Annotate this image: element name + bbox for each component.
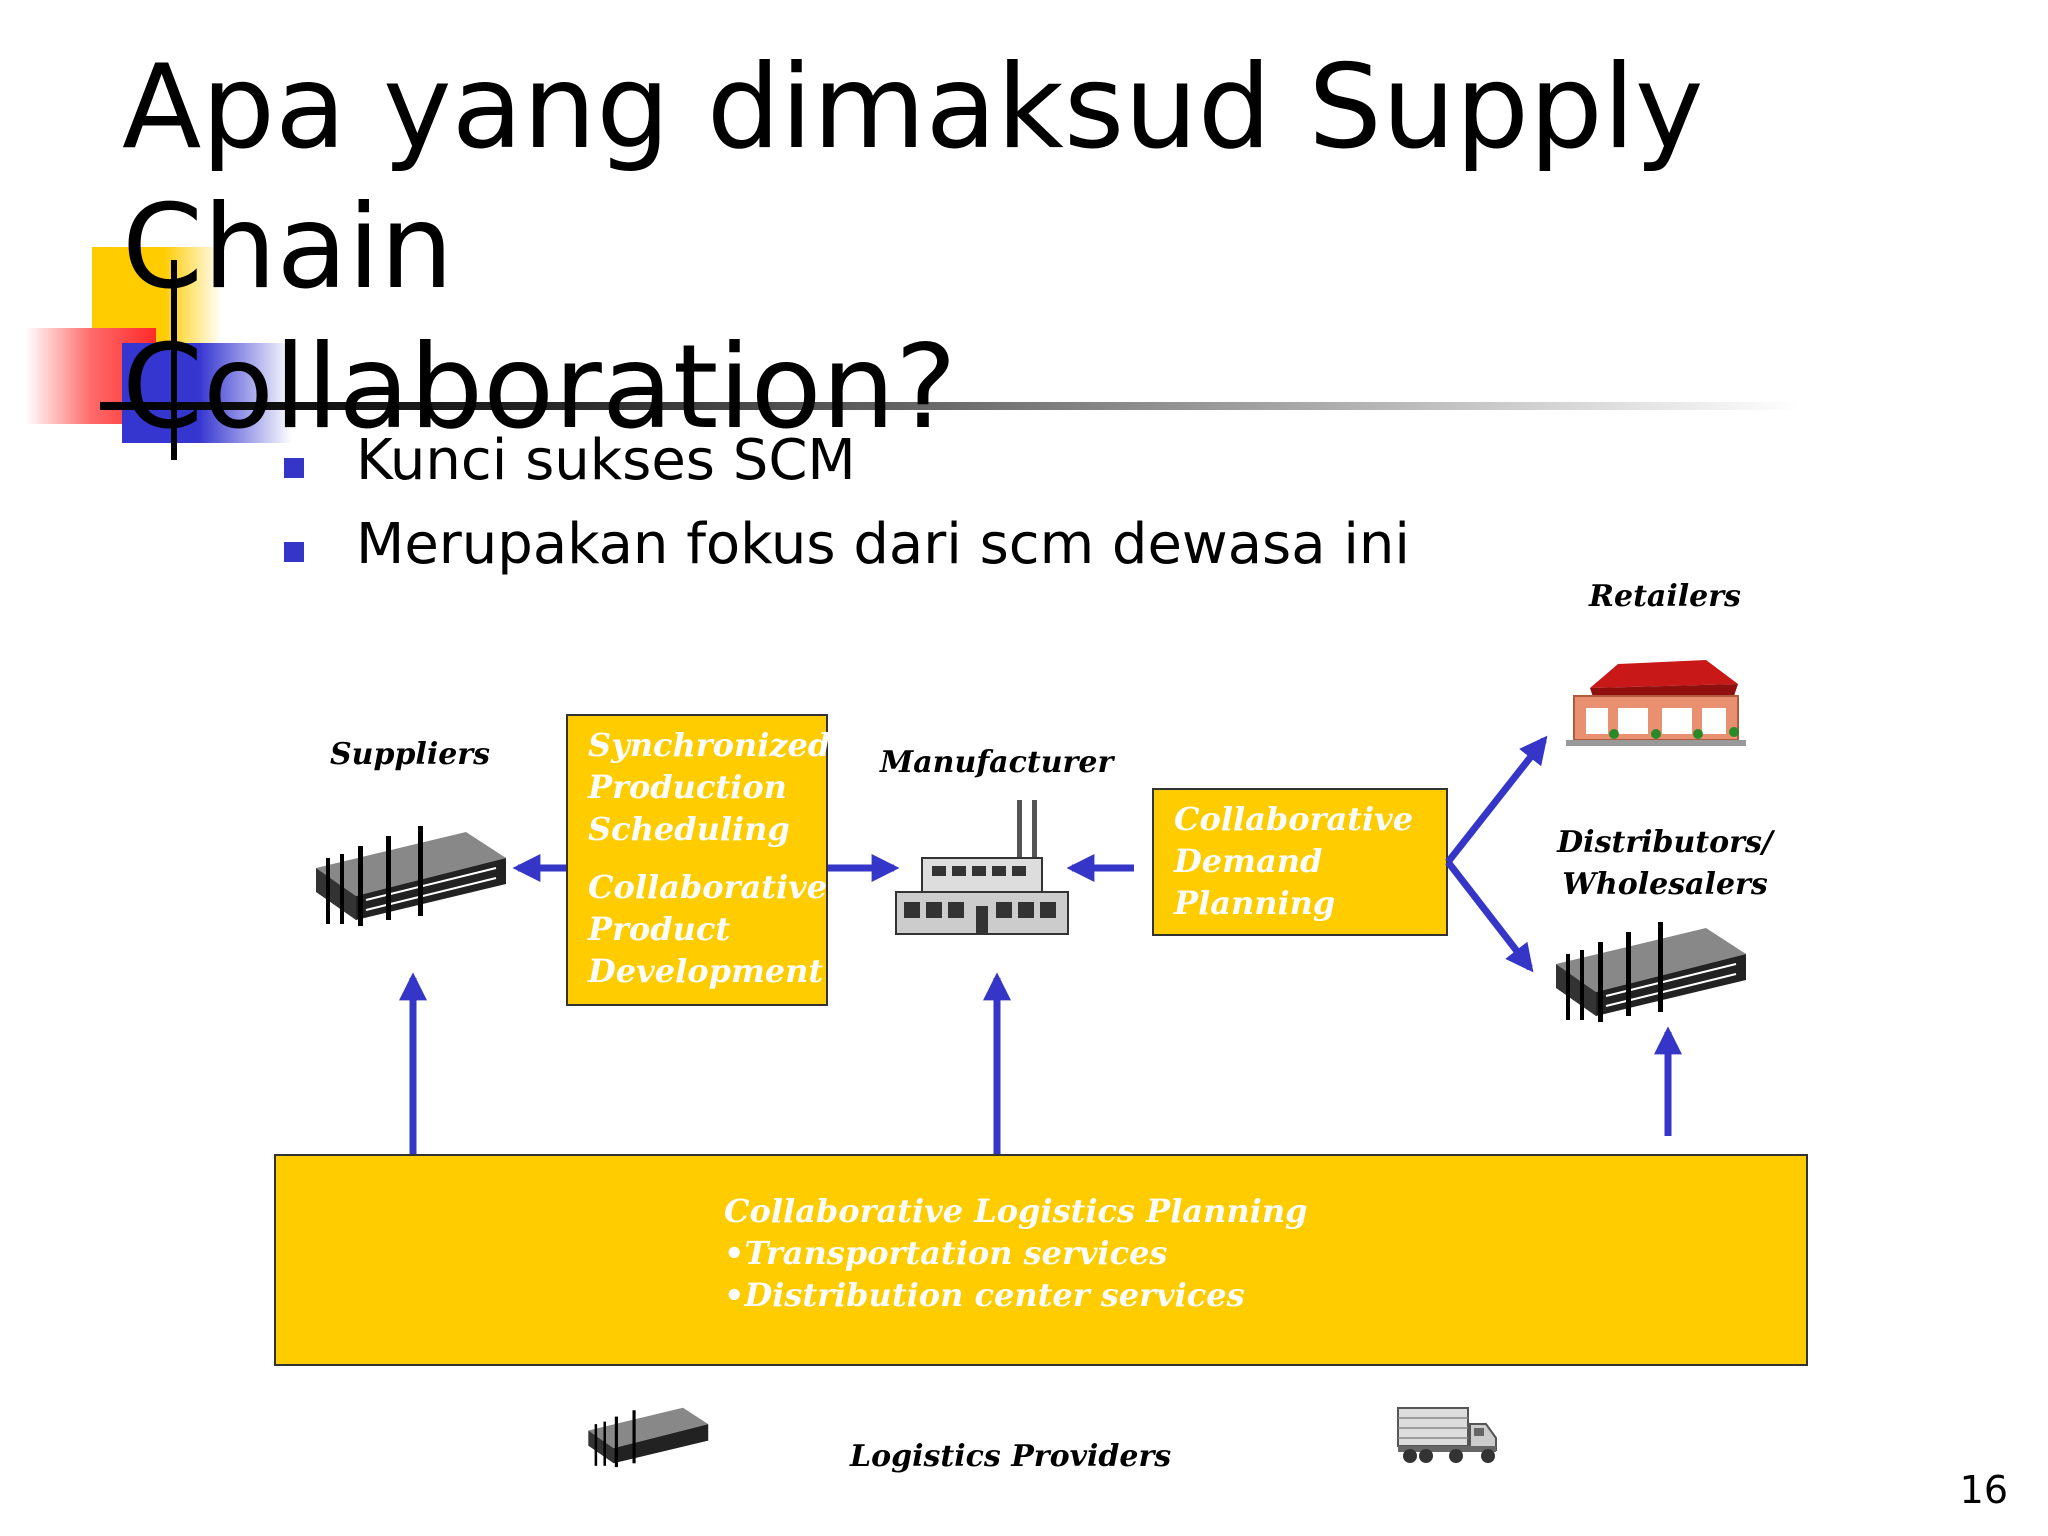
sync-line-4: Collaborative <box>588 868 828 906</box>
bullet-1: Kunci sukses SCM <box>356 428 856 493</box>
distributors-label: Distributors/ Wholesalers <box>1540 822 1790 906</box>
bullet-2: Merupakan fokus dari scm dewasa ini <box>356 512 1410 577</box>
demand-line-3: Planning <box>1174 884 1336 922</box>
suppliers-label: Suppliers <box>330 737 491 772</box>
title-line-1: Apa yang dimaksud Supply Chain <box>122 40 1704 315</box>
retailers-store-icon <box>1566 660 1746 746</box>
vertical-rule <box>171 260 177 460</box>
demand-line-1: Collaborative <box>1174 800 1414 838</box>
logistics-line-3: •Distribution center services <box>724 1276 1245 1314</box>
logistics-line-1: Collaborative Logistics Planning <box>724 1192 1308 1230</box>
arrow-to-retailers <box>1445 735 1548 865</box>
distributors-warehouse-icon <box>1556 922 1746 1022</box>
collaborative-demand-box: Collaborative Demand Planning <box>1152 788 1448 936</box>
logistics-warehouse-icon <box>588 1407 709 1468</box>
logistics-providers-label: Logistics Providers <box>850 1439 1172 1474</box>
blue-square <box>122 343 292 443</box>
bullet-marker-2 <box>284 542 304 562</box>
sync-line-2: Production <box>588 768 787 806</box>
demand-line-2: Demand <box>1174 842 1323 880</box>
page-number: 16 <box>1959 1468 2008 1512</box>
retailers-label: Retailers <box>1589 579 1741 614</box>
manufacturer-label: Manufacturer <box>880 745 1114 780</box>
distributors-line-2: Wholesalers <box>1562 867 1768 902</box>
logistics-line-2: •Transportation services <box>724 1234 1168 1272</box>
collaborative-logistics-box: Collaborative Logistics Planning •Transp… <box>274 1154 1808 1366</box>
sync-line-5: Product <box>588 910 731 948</box>
truck-icon <box>1397 1407 1497 1463</box>
bullet-marker-1 <box>284 458 304 478</box>
sync-line-1: Synchronized <box>588 726 831 764</box>
manufacturer-factory-icon <box>895 800 1069 935</box>
title-line-2: Collaboration? <box>122 320 957 455</box>
sync-line-3: Scheduling <box>588 810 790 848</box>
sync-line-6: Development <box>588 952 824 990</box>
sync-production-box: Synchronized Production Scheduling Colla… <box>566 714 831 1006</box>
horizontal-rule <box>100 402 1800 410</box>
distributors-line-1: Distributors/ <box>1557 825 1773 860</box>
corner-decoration <box>26 247 1800 460</box>
slide-title: Apa yang dimaksud Supply Chain Collabora… <box>122 38 2002 458</box>
arrow-to-distributors <box>1445 859 1534 973</box>
suppliers-warehouse-icon <box>316 826 506 926</box>
